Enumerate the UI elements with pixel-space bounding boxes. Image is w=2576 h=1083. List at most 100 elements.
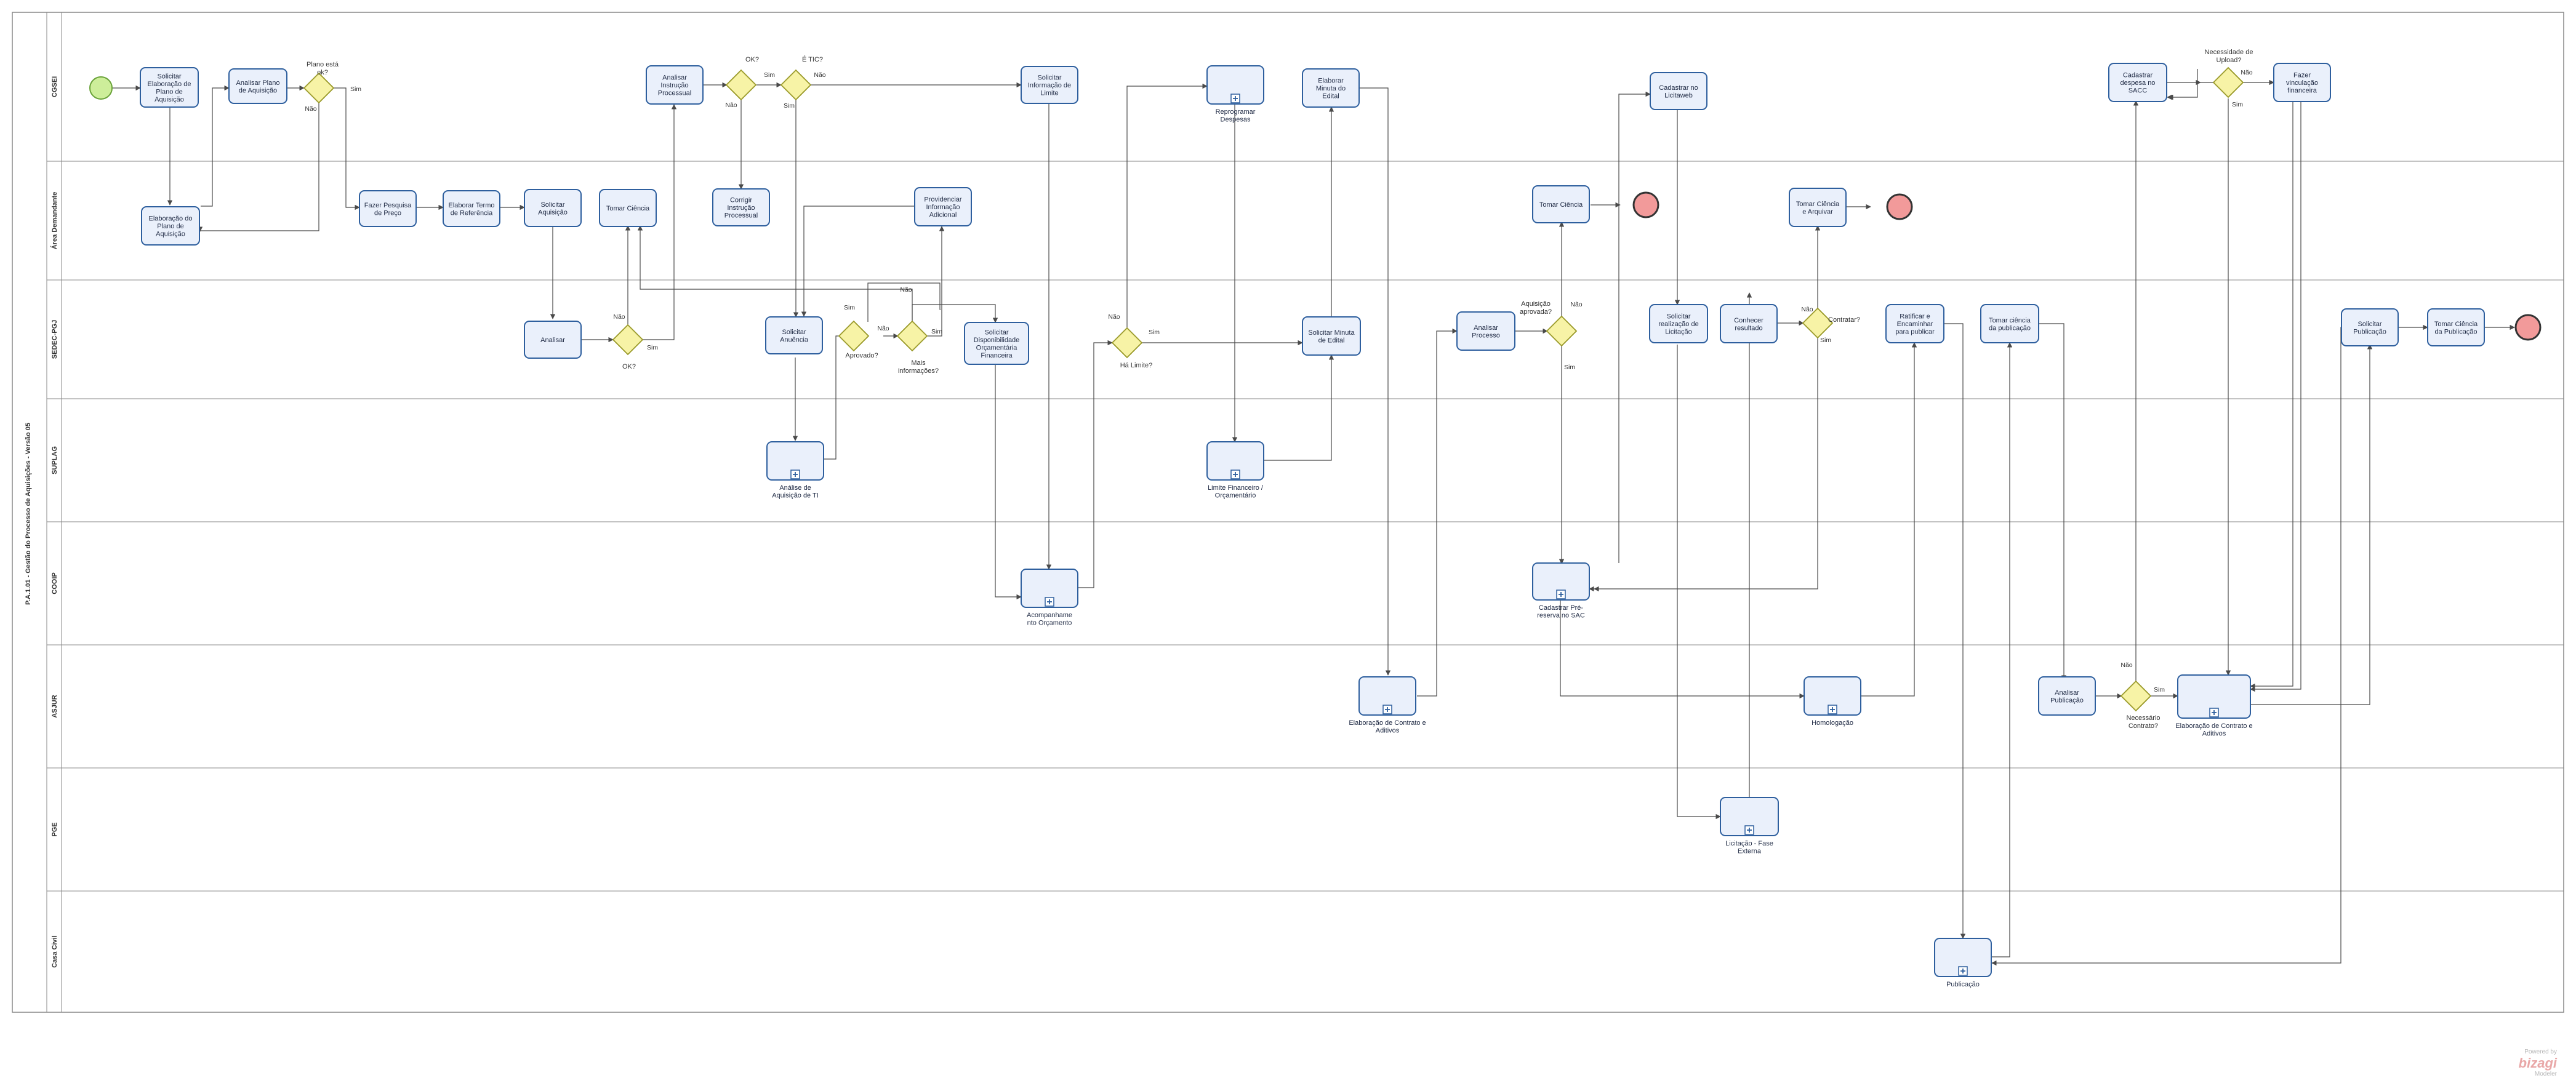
end-event[interactable] (1632, 191, 1659, 218)
subprocess-plus-icon (1230, 94, 1240, 103)
edge-label: Sim (764, 71, 775, 79)
end-event[interactable] (1886, 193, 1913, 220)
edge-label: Não (1108, 313, 1120, 321)
edge-label: Sim (1564, 364, 1575, 371)
lane-label: Casa Civil (51, 935, 58, 968)
edge-label: Não (814, 71, 825, 79)
gateway-label: Contratar? (1828, 316, 1860, 324)
edge-label: Sim (647, 344, 658, 351)
lane-sedec: SEDEC-PGJ (47, 279, 2564, 359)
end-event[interactable] (2514, 314, 2542, 341)
task-label: Publicação (1946, 981, 1980, 988)
gateway-g4[interactable]: É TIC? (780, 55, 823, 101)
edge-label: Sim (1149, 329, 1160, 336)
gateway-g5[interactable]: Aprovado? (838, 320, 878, 359)
brand-sub: Modeler (2535, 1071, 2558, 1077)
gateway-g2[interactable]: OK? (725, 56, 759, 101)
edge-label: Sim (350, 86, 361, 93)
gateway-label: Aprovado? (845, 352, 878, 359)
gateway-g7[interactable]: Há Limite? (1111, 327, 1152, 369)
task-t8[interactable]: Analisar (524, 321, 582, 359)
task-label: Analisar (540, 337, 565, 344)
gateway-label: OK? (622, 363, 636, 370)
task-label: Cadastrar Pré-reserva no SAC (1537, 604, 1585, 620)
lane-area: Área Demandante (47, 161, 2564, 249)
gateway-g9[interactable]: Contratar? (1802, 307, 1860, 339)
task-t24[interactable]: Cadastrar Pré-reserva no SAC (1532, 562, 1590, 620)
task-t7[interactable]: Tomar Ciência (599, 189, 657, 227)
edge-label: Sim (2232, 101, 2243, 108)
task-t23[interactable]: Tomar Ciência (1532, 185, 1590, 223)
gateway-g3[interactable]: OK? (612, 324, 644, 370)
sequence-flows (111, 69, 2515, 966)
pool-title: P.A.1.01 - Gestão do Processo de Aquisiç… (25, 423, 32, 605)
subprocess-plus-icon (2209, 708, 2219, 717)
start-event[interactable] (89, 76, 113, 100)
lane-ascjr: ASJUR (47, 644, 2564, 718)
lane-label: SUPLAG (51, 446, 58, 474)
lane-label: Área Demandante (50, 192, 58, 250)
task-t18[interactable]: Limite Financeiro /Orçamentário (1206, 441, 1264, 500)
subprocess-plus-icon (790, 470, 800, 479)
brand-logo: bizagi (2519, 1055, 2558, 1071)
subprocess-plus-icon (1958, 966, 1968, 976)
edge-label: Não (2241, 69, 2252, 76)
brand: Powered by bizagi Modeler (2519, 1049, 2558, 1077)
edge-label: Não (877, 325, 889, 332)
task-t32[interactable]: Publicação (1934, 938, 1992, 988)
task-t30[interactable]: Homologação (1804, 676, 1861, 727)
